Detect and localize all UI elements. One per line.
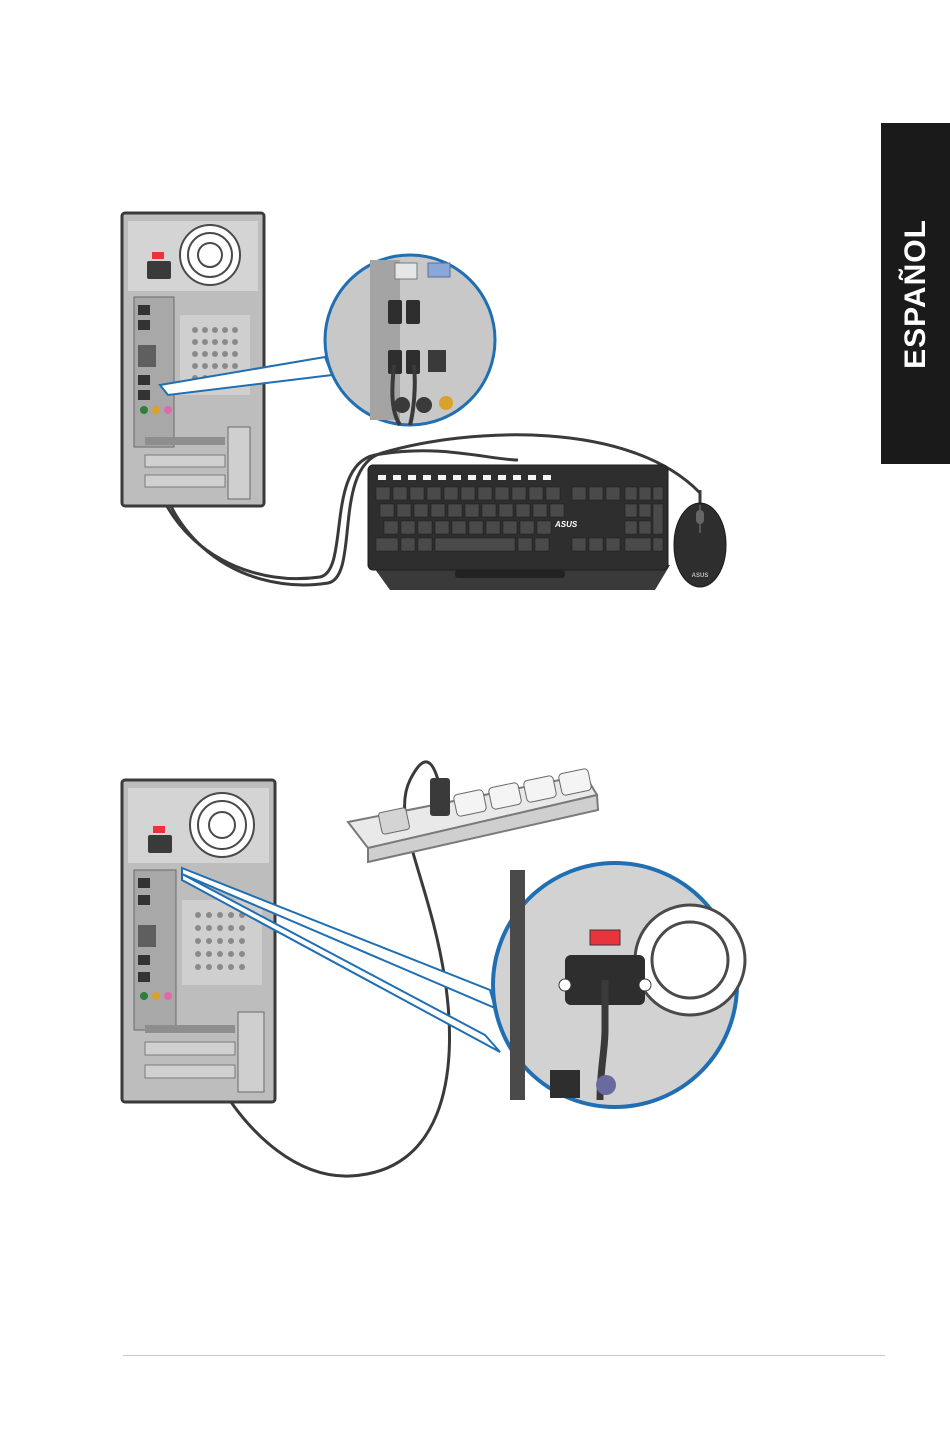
keyboard-mouse-connection-illustration: ASUS ASUS — [110, 205, 750, 605]
keyboard-brand-label: ASUS — [554, 520, 578, 529]
language-label: ESPAÑOL — [899, 219, 933, 369]
mouse-icon: ASUS — [674, 490, 726, 587]
footer-divider — [123, 1355, 885, 1356]
power-strip-icon — [348, 768, 598, 862]
power-cord-connection-illustration — [110, 740, 750, 1190]
desktop-rear-panel-icon — [122, 213, 264, 506]
mouse-brand-label: ASUS — [692, 573, 709, 579]
language-side-tab: ESPAÑOL — [881, 123, 950, 464]
desktop-rear-panel-icon — [122, 780, 275, 1102]
keyboard-icon: ASUS — [368, 465, 670, 590]
